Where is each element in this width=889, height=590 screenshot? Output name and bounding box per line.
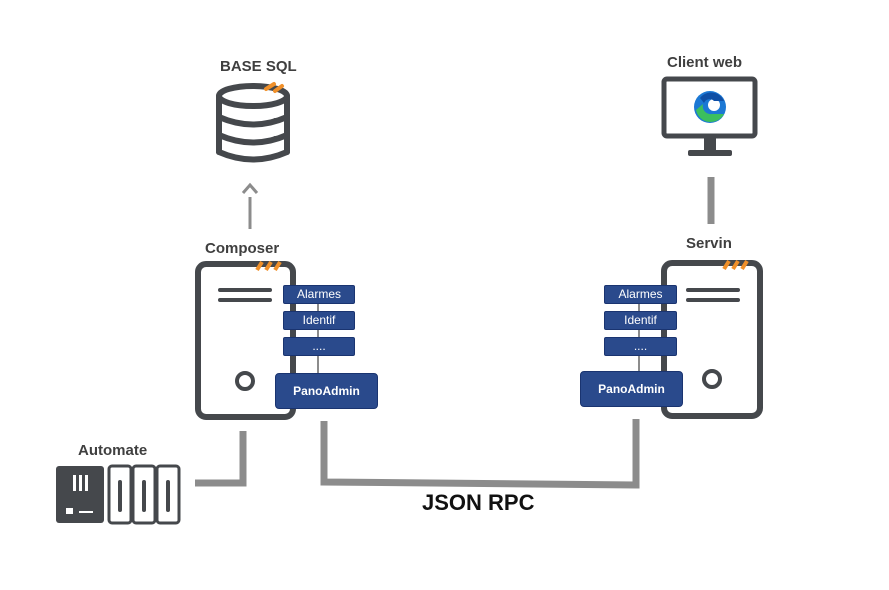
json-rpc-label: JSON RPC — [422, 490, 535, 515]
automate-to-composer-link — [195, 431, 247, 487]
composer-label: Composer — [205, 240, 280, 257]
connectors — [195, 177, 715, 489]
composer-module-more: .... — [283, 337, 355, 356]
client-label: Client web — [667, 54, 743, 71]
servin-module-more: .... — [604, 337, 677, 356]
servin-module-identif: Identif — [604, 311, 677, 330]
servin-module-alarmes: Alarmes — [604, 285, 677, 304]
automate-label: Automate — [78, 442, 148, 459]
composer-panoadmin: PanoAdmin — [275, 373, 378, 409]
json-rpc-link — [320, 419, 640, 489]
composer-module-identif: Identif — [283, 311, 355, 330]
composer-module-alarmes: Alarmes — [283, 285, 355, 304]
servin-panoadmin: PanoAdmin — [580, 371, 683, 407]
monitor-browser-icon — [661, 76, 758, 156]
database-icon — [216, 82, 290, 163]
arrow-head — [241, 182, 259, 194]
servin-label: Servin — [686, 235, 732, 252]
database-label: BASE SQL — [220, 58, 297, 75]
plc-icon — [56, 464, 181, 525]
